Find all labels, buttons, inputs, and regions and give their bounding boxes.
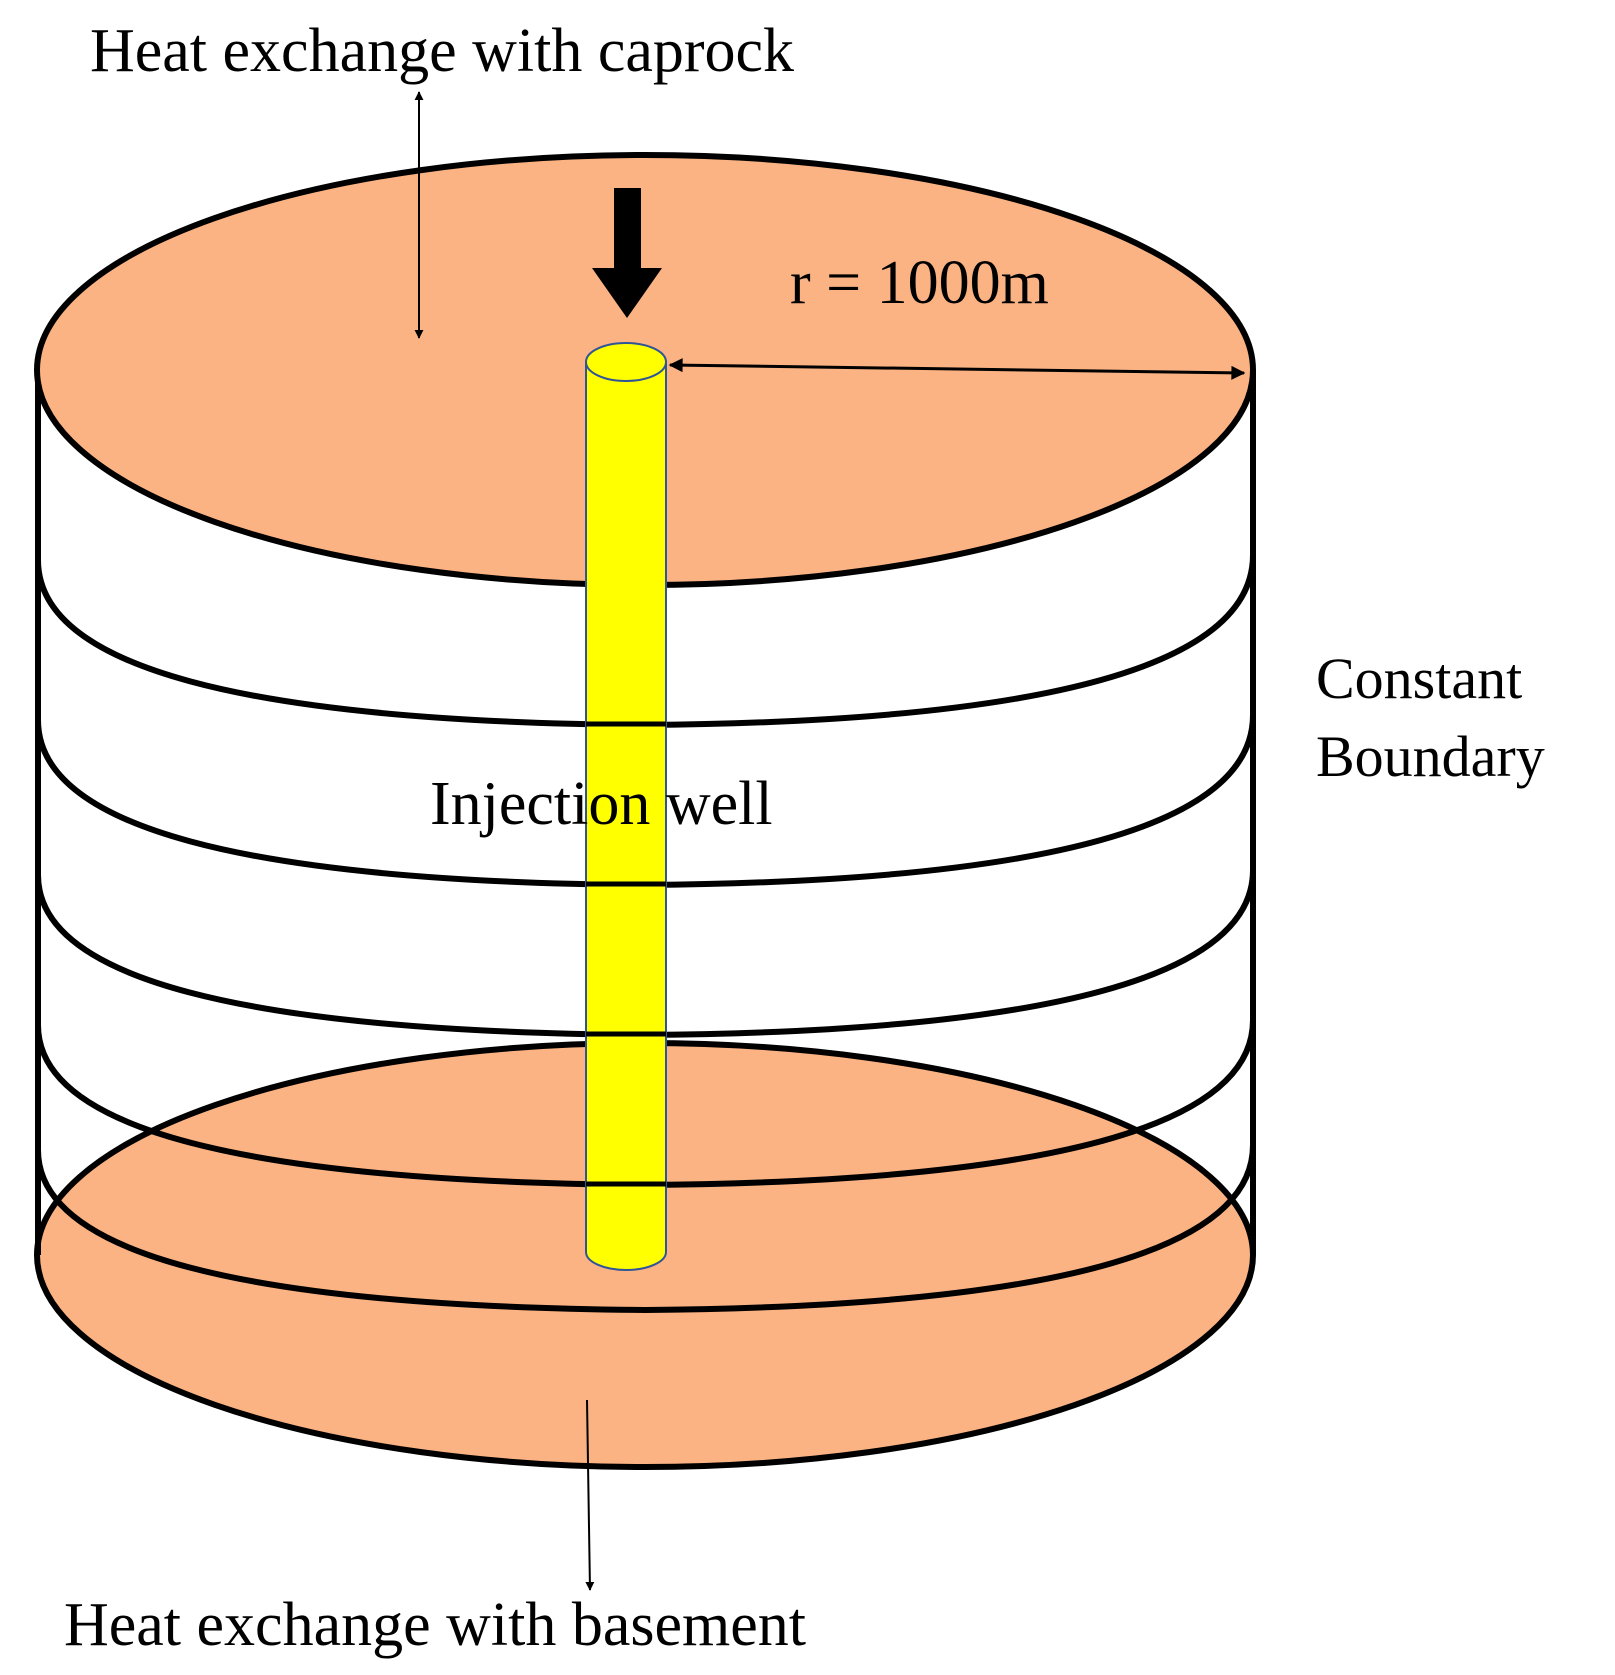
- well-body: [586, 362, 666, 1252]
- double-headed-horizontal-arrow-icon: [668, 358, 1246, 380]
- layer-ring: [35, 1144, 1256, 1314]
- well-bottom: [585, 1251, 667, 1271]
- boundary-label-line2: Boundary: [1316, 724, 1545, 789]
- caprock-label: Heat exchange with caprock: [90, 17, 795, 85]
- thick-down-arrow-icon: [592, 188, 662, 318]
- well-top: [585, 342, 667, 382]
- basement-label: Heat exchange with basement: [64, 1591, 806, 1659]
- down-arrow-icon: [585, 1399, 595, 1591]
- constant-boundary-label: Constant Boundary: [1316, 640, 1545, 796]
- injection-well-label: Injection well: [430, 770, 773, 838]
- boundary-label-line1: Constant: [1316, 646, 1523, 711]
- radius-label: r = 1000m: [790, 249, 1049, 317]
- injection-well: [585, 342, 667, 1271]
